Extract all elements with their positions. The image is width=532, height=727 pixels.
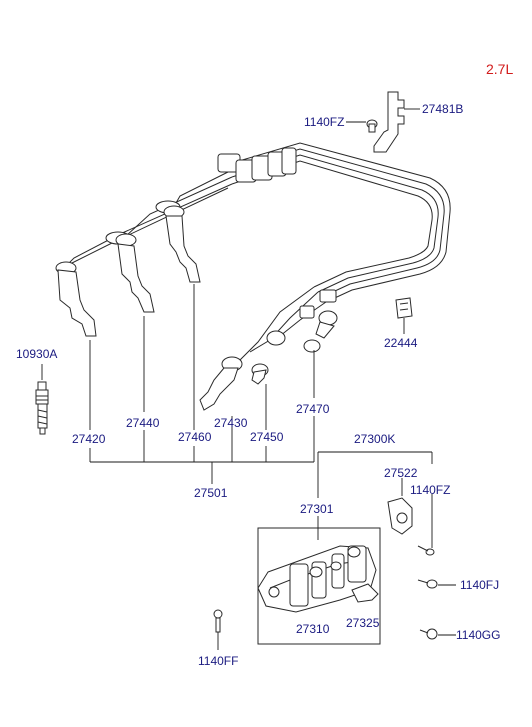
label-1140FZ-top: 1140FZ [304, 115, 344, 129]
bolt-1140FJ [417, 579, 438, 589]
label-27470: 27470 [296, 402, 330, 416]
leader-lines [41, 108, 456, 650]
coil-module-frame [257, 527, 381, 645]
label-1140FF: 1140FF [198, 654, 238, 668]
bolt-1140GG [419, 628, 438, 640]
plug-wire-boot-27420 [55, 261, 97, 337]
label-27481B: 27481B [422, 102, 463, 116]
wire-bracket-27481B [373, 91, 405, 153]
label-1140FJ: 1140FJ [460, 578, 499, 592]
plug-wire-boot-27470 [303, 310, 338, 353]
label-1140FZ-right: 1140FZ [410, 483, 450, 497]
engine-badge: 2.7L [486, 61, 513, 77]
label-27430: 27430 [214, 416, 248, 430]
label-27301: 27301 [300, 502, 334, 516]
plug-wire-boot-27450 [251, 330, 286, 385]
label-27420: 27420 [72, 432, 106, 446]
plug-wire-boot-27460 [163, 205, 201, 283]
ignition-coil-27310 [257, 545, 377, 613]
bolt-1140FF [213, 609, 223, 633]
label-1140GG: 1140GG [456, 628, 500, 642]
label-22444: 22444 [384, 336, 418, 350]
bolt-1140FZ-top [366, 119, 378, 133]
label-27501: 27501 [194, 486, 228, 500]
label-27440: 27440 [126, 416, 160, 430]
label-27300K: 27300K [354, 432, 395, 446]
plug-wire-boot-27440 [115, 233, 155, 313]
sensor-27522 [387, 497, 413, 535]
coil-bracket-27325 [351, 583, 379, 603]
spark-plug-10930A [35, 381, 49, 435]
label-10930A: 10930A [16, 347, 57, 361]
plug-wire-boot-27430 [199, 356, 243, 411]
label-27460: 27460 [178, 430, 212, 444]
label-27522: 27522 [384, 466, 418, 480]
label-27450: 27450 [250, 430, 284, 444]
label-27310: 27310 [296, 622, 330, 636]
clip-22444 [395, 297, 413, 319]
label-27325: 27325 [346, 616, 380, 630]
bolt-1140FZ-right [417, 545, 435, 556]
